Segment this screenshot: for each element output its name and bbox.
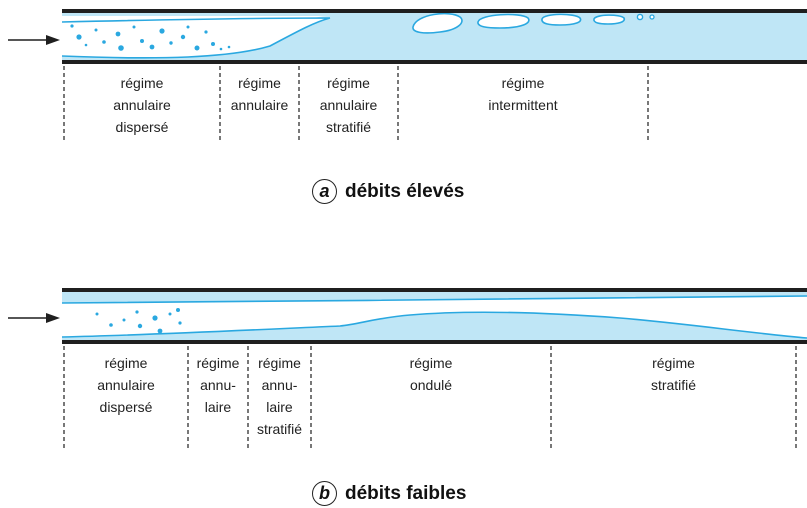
gas-bubble xyxy=(477,13,530,29)
gas-bubble xyxy=(636,13,644,21)
gas-bubble xyxy=(593,14,626,25)
zone-dividers-b xyxy=(63,346,797,448)
gas-bubble xyxy=(541,13,582,26)
zone-dividers-a xyxy=(63,66,649,142)
gas-bubble xyxy=(649,14,655,20)
badge-b: b xyxy=(312,481,337,506)
caption-b-text: débits faibles xyxy=(345,482,467,504)
dispersed-droplets-b xyxy=(95,308,182,334)
pipe-a-gas-core xyxy=(62,18,330,58)
dispersed-droplets-a xyxy=(70,24,231,51)
gas-bubble xyxy=(412,12,463,34)
pipe-b xyxy=(61,288,807,344)
caption-a-text: débits élevés xyxy=(345,180,465,202)
pipe-b-liquid-top xyxy=(62,292,807,303)
pipe-a xyxy=(61,9,807,64)
pipe-b-interface-bottom xyxy=(61,311,807,339)
caption-b: b débits faibles xyxy=(312,481,466,506)
pipe-a-interface xyxy=(61,17,331,59)
inlet-arrow-a xyxy=(8,35,60,45)
inlet-arrow-b xyxy=(8,313,60,323)
badge-a: a xyxy=(312,179,337,204)
caption-a: a débits élevés xyxy=(312,179,464,204)
pipe-b-interface-top xyxy=(61,295,807,304)
pipe-b-liquid-bottom xyxy=(62,312,807,340)
